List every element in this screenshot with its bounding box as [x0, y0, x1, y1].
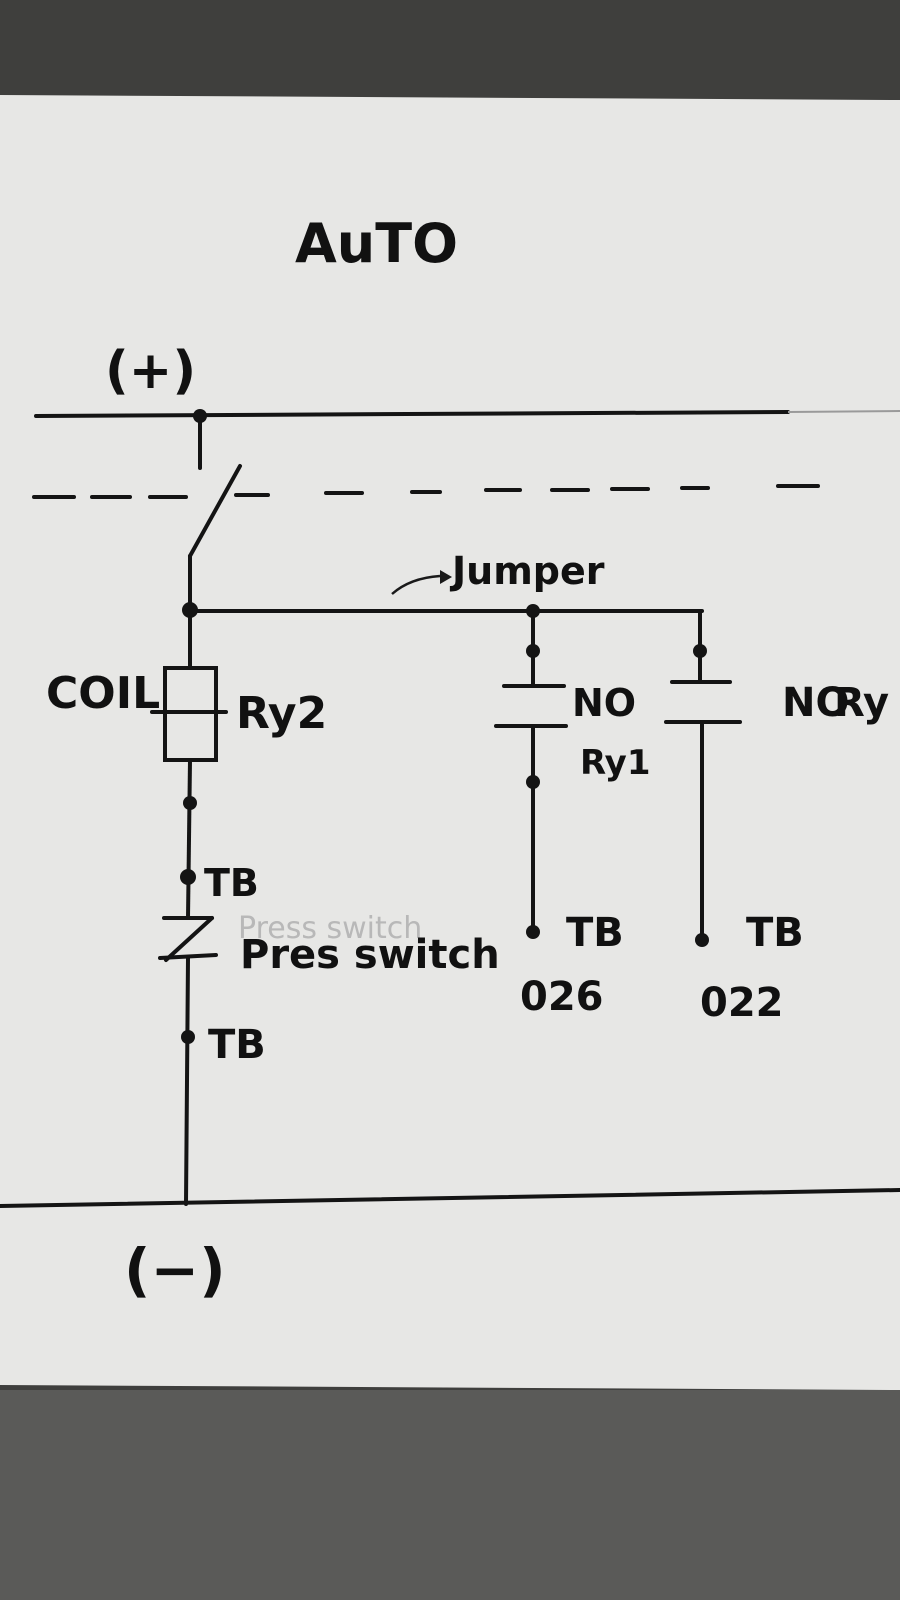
contact-ry-relay: Ry [834, 680, 889, 726]
terminal-022-tb: TB [746, 910, 804, 956]
positive-rail-faint [787, 410, 900, 413]
positive-rail-label: (+) [105, 341, 196, 401]
terminal-022-node [695, 933, 709, 947]
pressure-switch-lower-lead [184, 956, 190, 1206]
tb-lower-node [181, 1030, 195, 1044]
tb-upper-node [180, 869, 196, 885]
jumper-label: Jumper [449, 549, 605, 593]
contact-ry1-type: NO [572, 681, 636, 725]
branch-ry1-top-node [526, 644, 540, 658]
tb-lower-label: TB [208, 1022, 266, 1068]
coil-relay-label: Ry2 [236, 688, 327, 739]
tb-upper-label: TB [204, 861, 259, 905]
paper-bottom-shadow [0, 1390, 900, 1600]
jumper-arrow [391, 574, 441, 595]
branch-ry1-mid-node [526, 775, 540, 789]
coil-bottom-node [183, 796, 197, 810]
terminal-026-number: 026 [520, 974, 604, 1020]
diagram-title: AuTO [295, 212, 458, 275]
positive-rail [34, 410, 790, 418]
terminal-026-node [526, 925, 540, 939]
pressure-switch-diagonal [164, 916, 214, 962]
auto-switch-blade [188, 464, 242, 558]
terminal-022-number: 022 [700, 980, 784, 1026]
coil-bottom-lead [186, 758, 192, 920]
negative-rail-label: (−) [124, 1236, 226, 1304]
coil-label: COIL [46, 668, 160, 719]
pressure-switch-faint-label: Press switch [238, 911, 422, 946]
pressure-switch-label: Pres switch [240, 932, 500, 978]
paper-sheet [0, 95, 900, 1390]
terminal-026-tb: TB [566, 910, 624, 956]
jumper-arrowhead [440, 570, 452, 584]
negative-rail [0, 1188, 900, 1208]
dashed-boundary [32, 484, 820, 499]
contact-ry1-relay: Ry1 [580, 743, 650, 783]
contact-ry-type: NO [782, 680, 849, 726]
